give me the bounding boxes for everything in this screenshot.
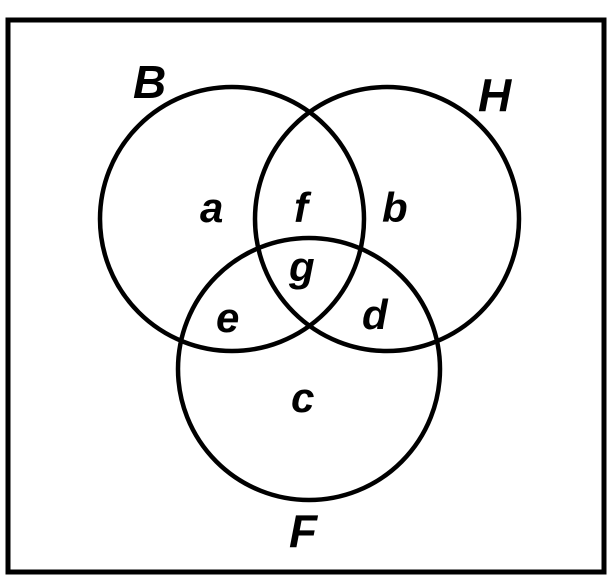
region-e: e — [216, 294, 239, 341]
region-d: d — [362, 291, 389, 338]
circle-f — [175, 235, 443, 503]
region-g: g — [288, 243, 315, 290]
set-label-h: H — [478, 69, 512, 121]
set-label-b: B — [133, 56, 166, 108]
circle-h — [252, 84, 522, 354]
region-f: f — [294, 184, 312, 231]
universal-set-frame — [5, 17, 607, 575]
region-c: c — [291, 374, 314, 421]
set-label-f: F — [289, 505, 319, 557]
region-b: b — [382, 184, 408, 231]
circle-b — [97, 84, 367, 354]
region-a: a — [200, 184, 223, 231]
